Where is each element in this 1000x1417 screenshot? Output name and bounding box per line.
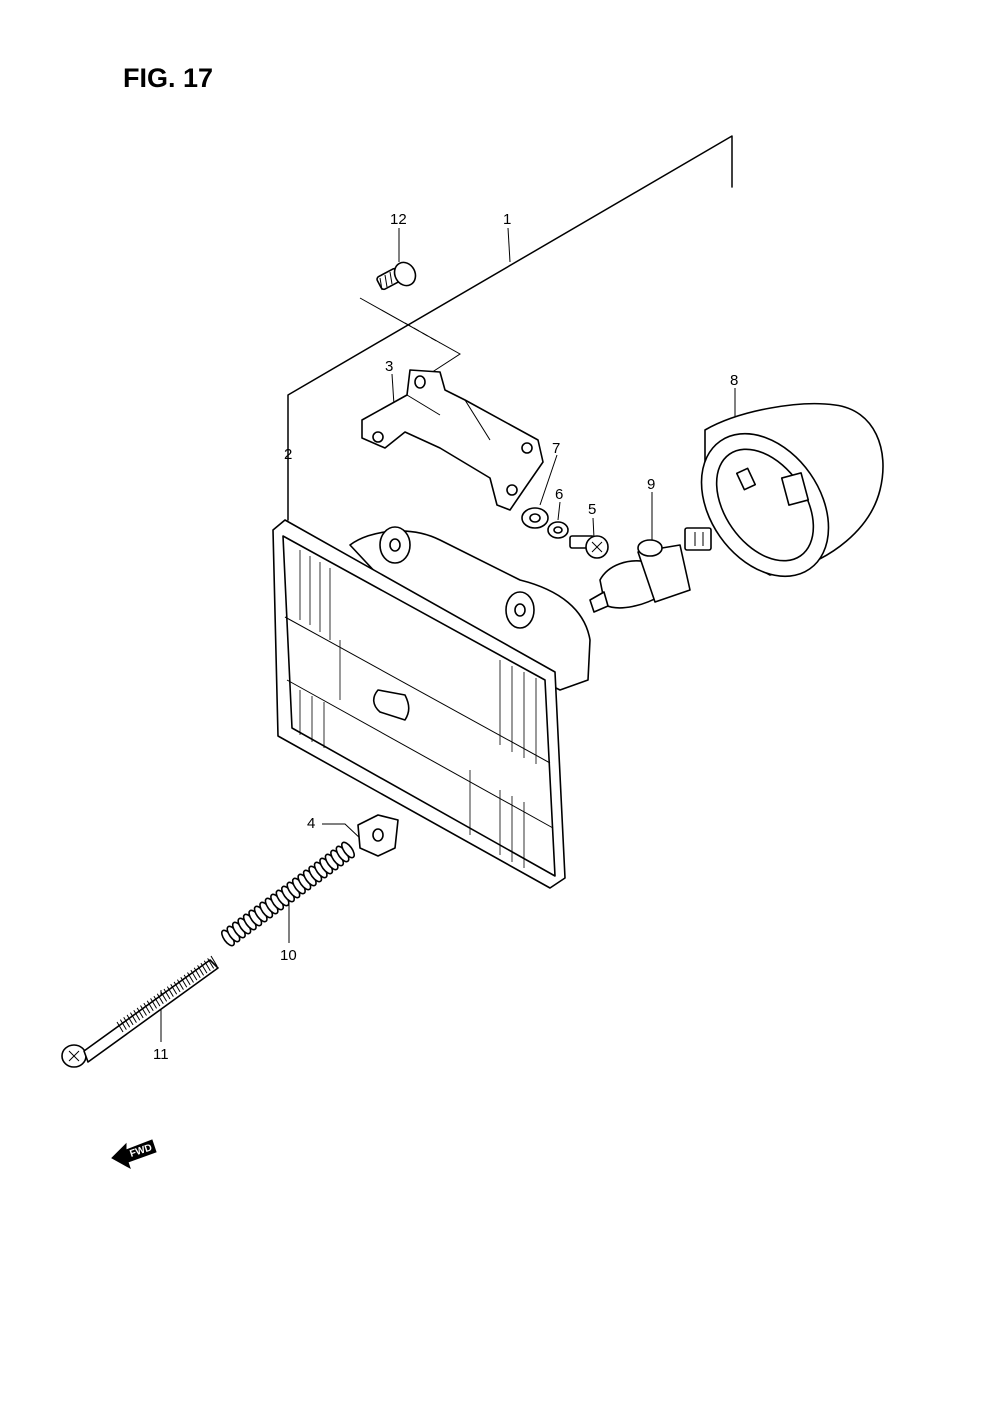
- washer-part-7: [521, 507, 549, 529]
- bolt-part-12: [376, 261, 417, 291]
- screw-thread: [193, 967, 201, 979]
- screw-thread: [133, 1009, 141, 1021]
- screw-part-5: [569, 535, 609, 559]
- screw-thread: [116, 1021, 124, 1033]
- screw-thread: [156, 993, 164, 1004]
- screw-thread: [197, 965, 205, 976]
- callout-11: 11: [153, 1046, 169, 1063]
- screw-thread: [190, 969, 198, 981]
- screw-thread: [129, 1012, 137, 1023]
- callout-7: 7: [552, 440, 560, 457]
- screw-thread: [180, 976, 188, 988]
- callout-5: 5: [588, 501, 596, 518]
- callout-3: 3: [385, 358, 393, 375]
- screw-thread: [176, 979, 184, 990]
- screw-thread: [123, 1017, 131, 1028]
- screw-thread: [166, 986, 174, 997]
- screw-thread: [200, 962, 208, 974]
- bracket-part-3: [361, 369, 544, 511]
- adjusting-screw-part-11: [61, 955, 219, 1068]
- callout-12: 12: [390, 211, 407, 228]
- screw-thread: [183, 974, 191, 986]
- callout-2: 2: [284, 446, 292, 463]
- screw-thread: [187, 972, 194, 983]
- lens-hatching: [299, 550, 537, 868]
- callout-10: 10: [280, 947, 297, 964]
- screw-thread: [173, 981, 181, 993]
- screw-thread: [119, 1019, 127, 1030]
- screw-thread: [143, 1002, 151, 1014]
- screw-thread: [210, 955, 218, 967]
- screw-thread: [203, 960, 211, 971]
- screw-thread: [140, 1005, 147, 1016]
- screw-thread: [153, 995, 161, 1007]
- bulb-part-9: [589, 527, 712, 613]
- callout-8: 8: [730, 372, 738, 389]
- callout-9: 9: [647, 476, 655, 493]
- callout-1: 1: [503, 211, 511, 228]
- screw-thread: [207, 958, 215, 969]
- screw-thread: [163, 988, 171, 1000]
- screw-thread: [136, 1007, 144, 1019]
- screw-thread: [146, 1000, 154, 1012]
- callout-labels: 1 2 3 4 5 6 7 8 9 10 11 12: [153, 211, 738, 1063]
- forward-arrow-icon: FWD: [111, 1139, 157, 1170]
- spring-coil: [340, 841, 356, 859]
- callout-6: 6: [555, 486, 563, 503]
- screw-thread: [126, 1014, 134, 1026]
- socket-part-8: [700, 402, 884, 578]
- clip-nut-part-4: [357, 814, 399, 857]
- lock-washer-part-6: [547, 521, 569, 539]
- screw-thread: [170, 984, 178, 995]
- callout-4: 4: [307, 815, 315, 832]
- screw-thread: [150, 998, 158, 1009]
- spring-part-10: [220, 841, 356, 947]
- figure-title: FIG. 17: [123, 63, 213, 93]
- screw-thread: [160, 991, 168, 1002]
- headlight-unit-part-2: [272, 519, 591, 889]
